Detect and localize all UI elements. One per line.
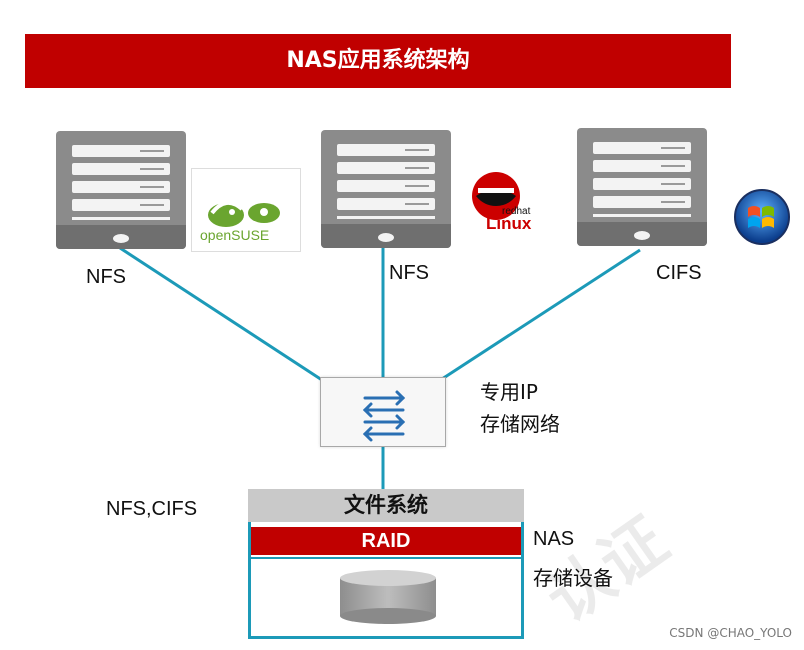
linux-wordmark: Linux [486, 214, 532, 233]
nas-label: NAS [533, 528, 575, 550]
ip-switch [320, 377, 446, 447]
nas-divider [251, 557, 521, 559]
protocol-label-nfs-center: NFS [389, 262, 429, 284]
windows-logo [726, 188, 798, 246]
storage-disk-icon [340, 570, 436, 624]
filesystem-layer: 文件系统 [248, 489, 524, 522]
server-icon [56, 131, 186, 249]
link-nfs-left [119, 246, 323, 382]
raid-layer: RAID [251, 527, 521, 555]
network-label-line1: 专用IP [480, 380, 538, 404]
protocol-label-nfs-left: NFS [86, 266, 126, 288]
credit-text: CSDN @CHAO_YOLO [669, 626, 792, 640]
storage-device-label: 存储设备 [533, 566, 613, 590]
opensuse-wordmark: openSUSE [200, 227, 270, 243]
opensuse-logo: openSUSE [191, 168, 301, 252]
page-title: NAS应用系统架构 [25, 34, 731, 88]
protocol-label-cifs: CIFS [656, 262, 702, 284]
server-icon [577, 128, 707, 246]
redhat-small-text: redhat [502, 206, 531, 217]
nas-protocols-label: NFS,CIFS [106, 498, 198, 520]
link-cifs-right [441, 248, 641, 381]
redhat-linux-logo: redhat Linux [462, 170, 548, 236]
network-label-line2: 存储网络 [480, 412, 560, 436]
server-icon [321, 130, 451, 248]
switch-arrows-icon [362, 390, 406, 442]
